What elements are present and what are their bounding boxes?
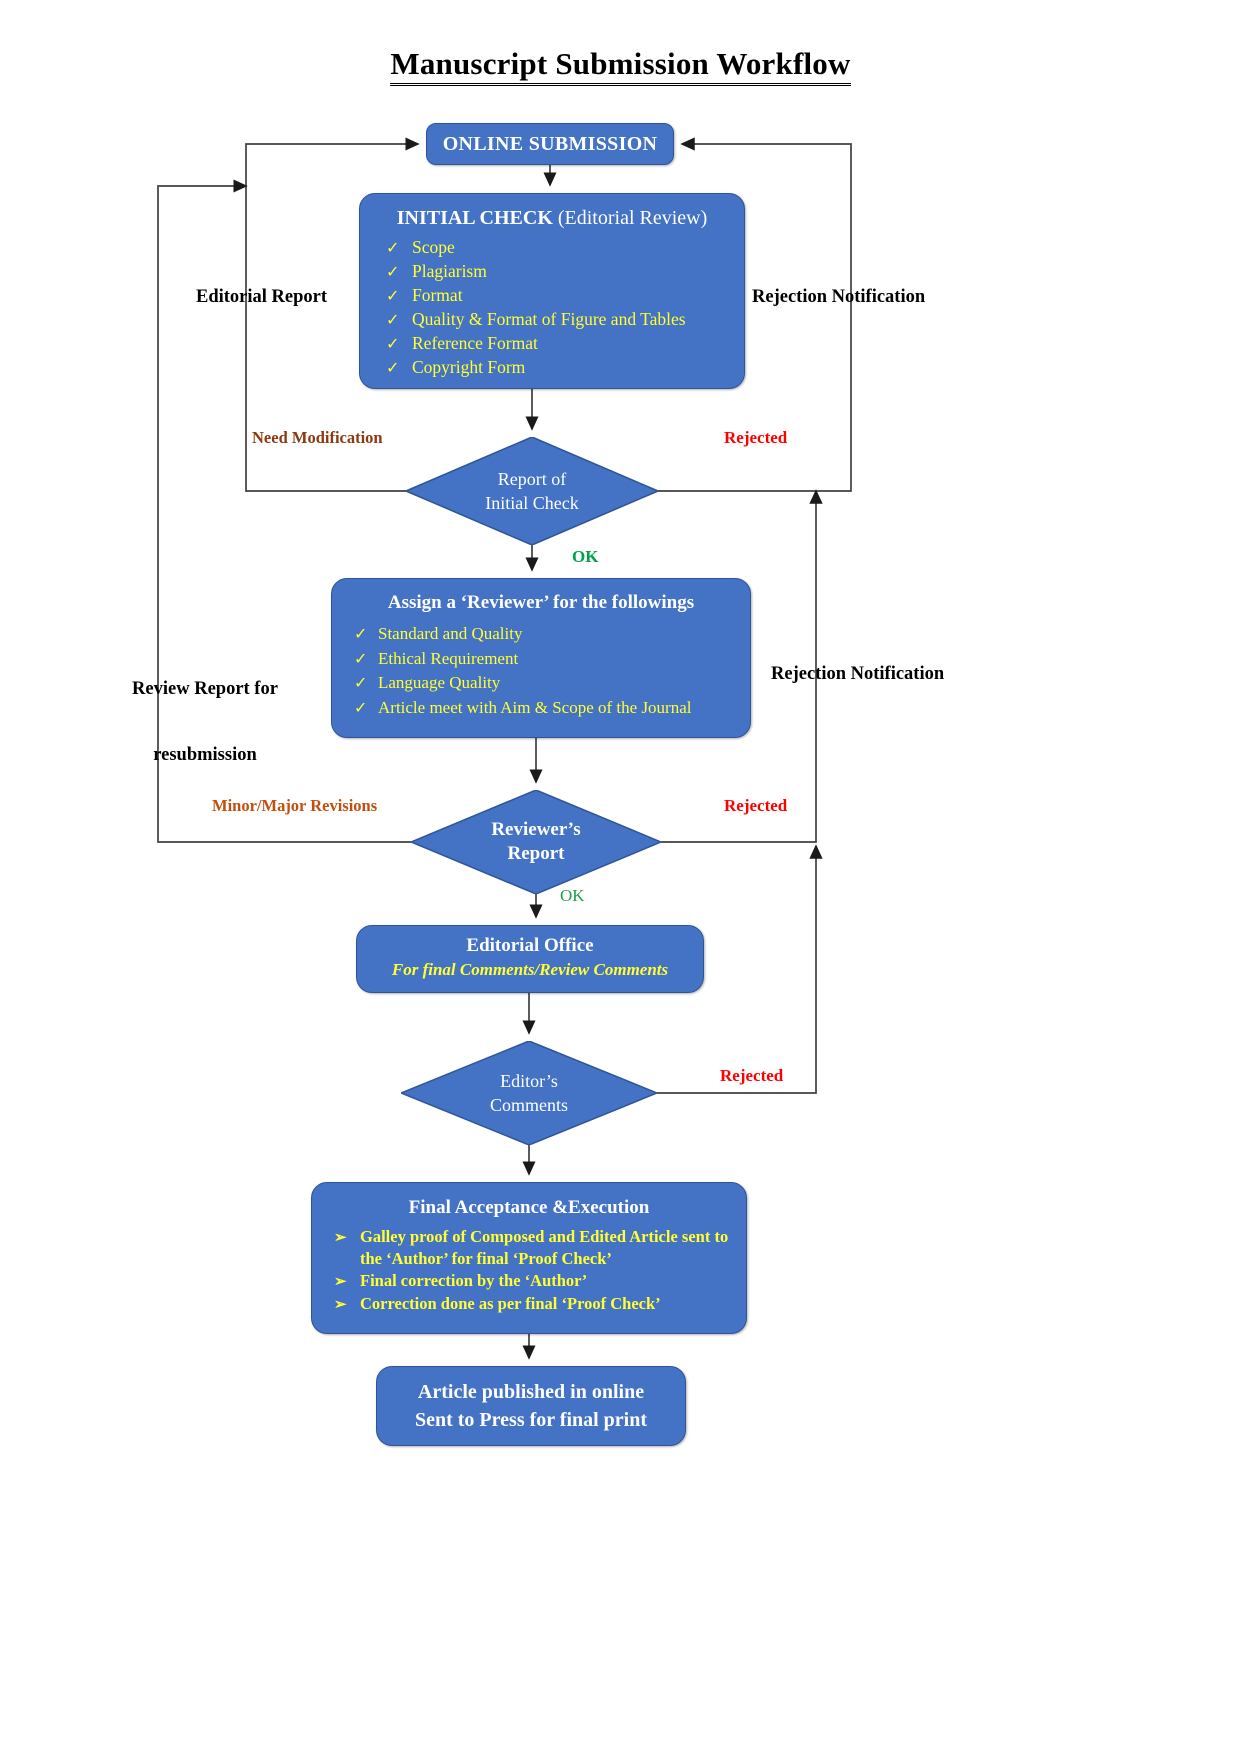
decision-editors-comments[interactable]: Editor’s Comments xyxy=(401,1041,657,1145)
initial-check-list: ✓ Scope ✓ Plagiarism ✓ Format ✓ Quality … xyxy=(360,236,744,380)
list-item-label: Galley proof of Composed and Edited Arti… xyxy=(360,1227,729,1268)
list-item: ✓ Language Quality xyxy=(354,671,750,696)
node-initial-check-title: INITIAL CHECK (Editorial Review) xyxy=(360,207,744,230)
list-item-label: Language Quality xyxy=(378,673,501,692)
node-online-submission-label: ONLINE SUBMISSION xyxy=(442,132,658,155)
edge-label-ok-2: OK xyxy=(560,886,585,905)
decision-label-line1: Report of xyxy=(497,469,567,489)
edge-label-line1: Review Report for xyxy=(132,679,278,699)
node-assign-reviewer-title: Assign a ‘Reviewer’ for the followings xyxy=(387,592,695,613)
edge-label-rejected-2: Rejected xyxy=(724,796,788,815)
decision-label-line1: Editor’s xyxy=(500,1071,558,1091)
list-item: ✓ Reference Format xyxy=(386,332,744,356)
edge-label-rejection-notification-2: Rejection Notification xyxy=(771,664,945,684)
assign-reviewer-list: ✓ Standard and Quality ✓ Ethical Require… xyxy=(332,622,750,720)
final-acceptance-list: ➢ Galley proof of Composed and Edited Ar… xyxy=(312,1226,746,1316)
check-icon: ✓ xyxy=(386,264,400,281)
list-item: ✓ Plagiarism xyxy=(386,260,744,284)
list-item-label: Copyright Form xyxy=(412,357,526,377)
check-icon: ✓ xyxy=(386,288,400,305)
diamond-shape xyxy=(406,437,658,545)
check-icon: ✓ xyxy=(354,675,368,692)
node-initial-check-title-regular: (Editorial Review) xyxy=(552,207,708,229)
arrow-bullet-icon: ➢ xyxy=(334,1274,347,1290)
edge-label-minor-major-revisions: Minor/Major Revisions xyxy=(212,796,378,815)
check-icon: ✓ xyxy=(354,699,368,717)
decision-reviewers-report[interactable]: Reviewer’s Report xyxy=(411,790,661,894)
node-editorial-office-subtitle: For final Comments/Review Comments xyxy=(391,960,669,979)
edge-label-editorial-report: Editorial Report xyxy=(196,287,328,307)
node-final-acceptance-title: Final Acceptance &Execution xyxy=(408,1197,650,1218)
list-item-label: Quality & Format of Figure and Tables xyxy=(412,309,686,329)
list-item: ➢ Galley proof of Composed and Edited Ar… xyxy=(334,1226,746,1270)
edge-label-rejected-3: Rejected xyxy=(720,1066,784,1085)
list-item-label: Format xyxy=(412,285,463,305)
arrow-bullet-icon: ➢ xyxy=(334,1297,347,1313)
edge-label-review-report-resubmission: Review Report for resubmission xyxy=(121,634,289,810)
decision-label-line2: Initial Check xyxy=(485,493,579,513)
list-item: ✓ Article meet with Aim & Scope of the J… xyxy=(354,696,750,721)
list-item: ✓ Copyright Form xyxy=(386,356,744,380)
list-item-label: Ethical Requirement xyxy=(378,648,519,668)
edge-label-ok-1: OK xyxy=(572,547,599,566)
edge-label-rejected-1: Rejected xyxy=(724,428,788,447)
arrow-bullet-icon: ➢ xyxy=(334,1230,347,1246)
check-icon: ✓ xyxy=(386,240,400,257)
node-article-published-line1: Article published in online xyxy=(417,1381,645,1403)
decision-label-line1: Reviewer’s xyxy=(491,819,581,840)
list-item: ✓ Quality & Format of Figure and Tables xyxy=(386,308,744,332)
node-assign-reviewer[interactable]: Assign a ‘Reviewer’ for the followings ✓… xyxy=(331,578,751,738)
node-article-published-line2: Sent to Press for final print xyxy=(414,1409,648,1431)
node-initial-check-title-bold: INITIAL CHECK xyxy=(396,207,553,229)
list-item-label: Final correction by the ‘Author’ xyxy=(360,1271,588,1290)
list-item-label: Reference Format xyxy=(412,333,538,353)
check-icon: ✓ xyxy=(354,650,368,668)
decision-label-line2: Comments xyxy=(489,1095,568,1115)
decision-reviewers-report-label: Reviewer’s Report xyxy=(491,818,580,866)
page-title-text: Manuscript Submission Workflow xyxy=(390,46,851,86)
node-article-published[interactable]: Article published in online Sent to Pres… xyxy=(376,1366,686,1446)
node-editorial-office[interactable]: Editorial Office For final Comments/Revi… xyxy=(356,925,704,993)
diamond-shape xyxy=(411,790,661,894)
list-item-label: Plagiarism xyxy=(412,261,487,281)
node-final-acceptance[interactable]: Final Acceptance &Execution ➢ Galley pro… xyxy=(311,1182,747,1334)
node-editorial-office-title: Editorial Office xyxy=(466,935,594,956)
list-item: ✓ Format xyxy=(386,284,744,308)
diamond-shape xyxy=(401,1041,657,1145)
page-title: Manuscript Submission Workflow xyxy=(0,46,1241,86)
list-item: ➢ Correction done as per final ‘Proof Ch… xyxy=(334,1293,746,1316)
node-online-submission[interactable]: ONLINE SUBMISSION xyxy=(426,123,674,165)
list-item: ➢ Final correction by the ‘Author’ xyxy=(334,1270,746,1293)
edge-label-rejection-notification-1: Rejection Notification xyxy=(752,287,926,307)
list-item-label: Standard and Quality xyxy=(378,624,523,643)
list-item: ✓ Ethical Requirement xyxy=(354,647,750,672)
check-icon: ✓ xyxy=(354,626,368,643)
decision-editors-comments-label: Editor’s Comments xyxy=(490,1069,568,1117)
list-item-label: Article meet with Aim & Scope of the Jou… xyxy=(378,697,692,717)
list-item-label: Scope xyxy=(412,237,455,257)
check-icon: ✓ xyxy=(386,312,400,329)
check-icon: ✓ xyxy=(386,360,400,377)
list-item: ✓ Scope xyxy=(386,236,744,260)
list-item: ✓ Standard and Quality xyxy=(354,622,750,647)
decision-label-line2: Report xyxy=(507,843,565,864)
edge-label-line2: resubmission xyxy=(153,745,257,765)
edge-label-need-modification: Need Modification xyxy=(252,428,383,447)
check-icon: ✓ xyxy=(386,336,400,353)
decision-report-of-initial-check-label: Report of Initial Check xyxy=(485,467,578,515)
decision-report-of-initial-check[interactable]: Report of Initial Check xyxy=(406,437,658,545)
list-item-label: Correction done as per final ‘Proof Chec… xyxy=(360,1294,661,1313)
node-initial-check[interactable]: INITIAL CHECK (Editorial Review) ✓ Scope… xyxy=(359,193,745,389)
